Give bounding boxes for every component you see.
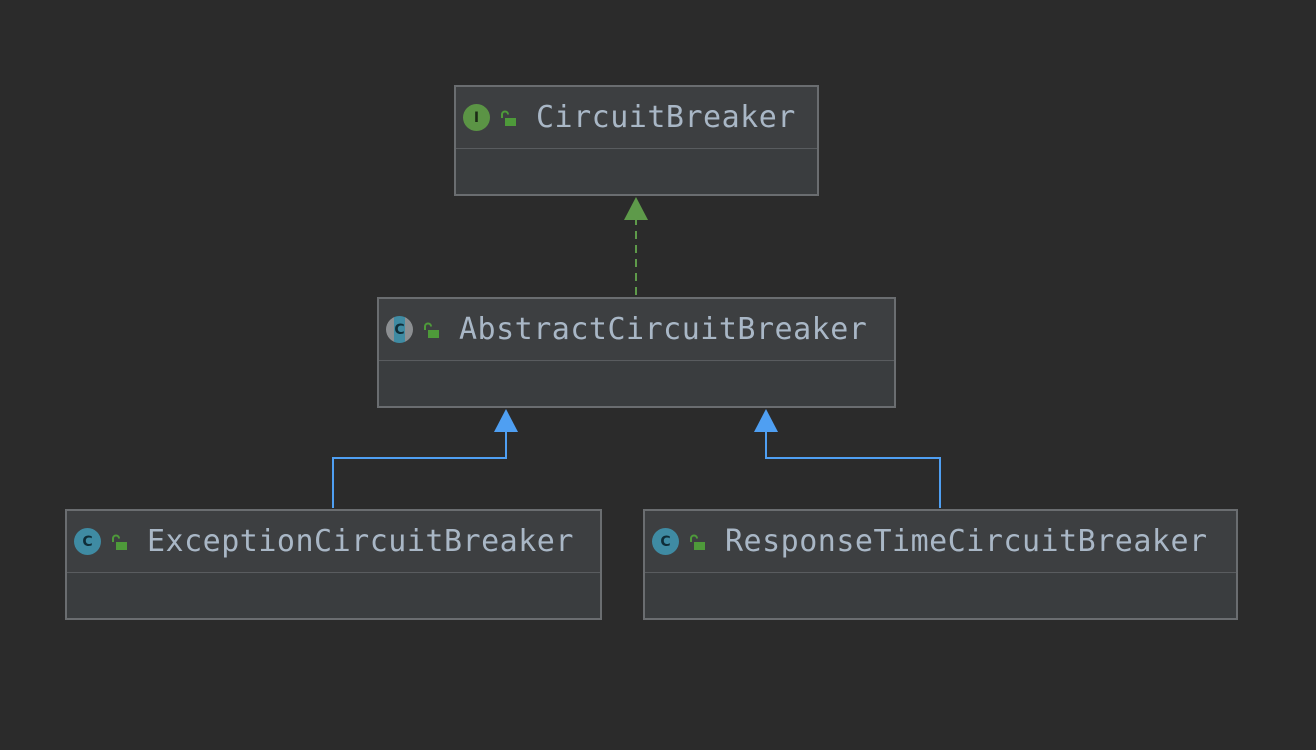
- class-node-header: C ExceptionCircuitBreaker: [67, 511, 600, 573]
- unlocked-padlock-icon: [501, 110, 516, 126]
- class-node-responsetimecircuitbreaker[interactable]: C ResponseTimeCircuitBreaker: [643, 509, 1238, 620]
- class-node-circuitbreaker[interactable]: I CircuitBreaker: [454, 85, 819, 196]
- unlocked-padlock-icon: [690, 534, 705, 550]
- abstract-class-icon: C: [386, 316, 413, 343]
- class-name: ExceptionCircuitBreaker: [147, 524, 574, 559]
- class-node-exceptioncircuitbreaker[interactable]: C ExceptionCircuitBreaker: [65, 509, 602, 620]
- unlocked-padlock-icon: [424, 322, 439, 338]
- extends-edge-exception: [332, 409, 518, 508]
- extends-edge-exception-line: [332, 431, 507, 508]
- implements-edge: [624, 197, 648, 295]
- extends-edge-responsetime: [754, 409, 941, 508]
- interface-icon: I: [463, 104, 490, 131]
- class-node-abstractcircuitbreaker[interactable]: C AbstractCircuitBreaker: [377, 297, 896, 408]
- class-node-header: C ResponseTimeCircuitBreaker: [645, 511, 1236, 573]
- extends-responsetime-arrowhead: [754, 409, 778, 432]
- extends-edge-responsetime-line: [765, 431, 941, 508]
- class-name: AbstractCircuitBreaker: [459, 312, 868, 347]
- class-members-section: [456, 150, 817, 194]
- class-members-section: [67, 574, 600, 618]
- class-members-section: [379, 362, 894, 406]
- unlocked-padlock-icon: [112, 534, 127, 550]
- class-node-header: I CircuitBreaker: [456, 87, 817, 149]
- class-name: ResponseTimeCircuitBreaker: [725, 524, 1208, 559]
- implements-arrowhead: [624, 197, 648, 220]
- class-icon: C: [74, 528, 101, 555]
- extends-exception-arrowhead: [494, 409, 518, 432]
- class-node-header: C AbstractCircuitBreaker: [379, 299, 894, 361]
- class-icon: C: [652, 528, 679, 555]
- class-name: CircuitBreaker: [536, 100, 796, 135]
- class-members-section: [645, 574, 1236, 618]
